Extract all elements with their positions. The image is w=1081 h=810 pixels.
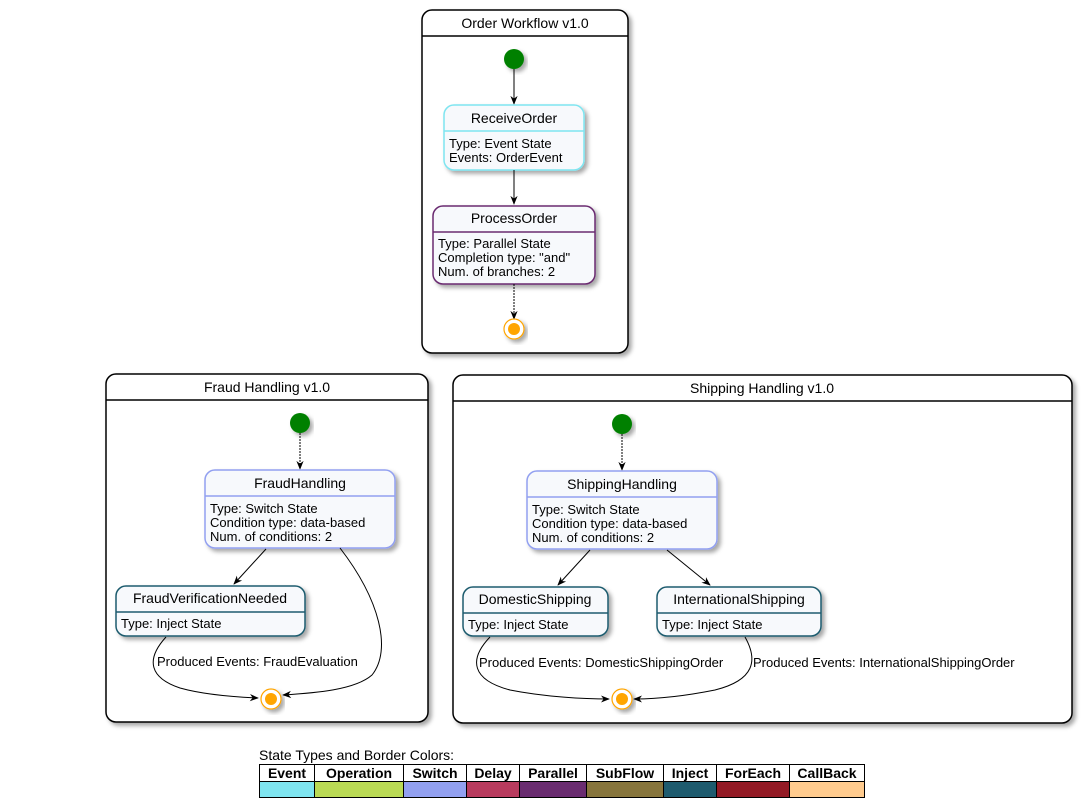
- fraud-verification-state: FraudVerificationNeeded Type: Inject Sta…: [115, 585, 306, 637]
- legend-title: State Types and Border Colors:: [259, 747, 455, 763]
- receive-order-events: Events: OrderEvent: [449, 150, 563, 165]
- shipping-handling-type: Type: Switch State: [532, 502, 640, 517]
- legend-label-parallel: Parallel: [519, 764, 587, 782]
- order-end-node: [503, 318, 525, 340]
- workflow-diagram: Order Workflow v1.0 ReceiveOrder Type: E…: [105, 9, 1073, 724]
- shipping-workflow-title: Shipping Handling v1.0: [690, 380, 834, 396]
- fraud-end-node: [260, 688, 282, 710]
- fraud-to-end-arrow: [282, 547, 382, 699]
- international-produced-label: Produced Events: InternationalShippingOr…: [753, 655, 1015, 670]
- order-start-node: [504, 49, 524, 69]
- fraud-handling-name: FraudHandling: [254, 475, 346, 491]
- legend-table: Event Operation Switch Delay Parallel Su…: [259, 764, 865, 798]
- process-order-state: ProcessOrder Type: Parallel State Comple…: [432, 205, 596, 285]
- legend-swatch-foreach: [716, 781, 790, 798]
- shipping-to-international-arrow: [666, 549, 711, 586]
- domestic-shipping-name: DomesticShipping: [479, 591, 592, 607]
- process-order-branches: Num. of branches: 2: [438, 264, 555, 279]
- legend-swatch-callback: [789, 781, 865, 798]
- domestic-produced-label: Produced Events: DomesticShippingOrder: [479, 655, 724, 670]
- order-workflow-container: Order Workflow v1.0: [421, 9, 629, 354]
- legend-label-operation: Operation: [314, 764, 404, 782]
- legend-label-subflow: SubFlow: [586, 764, 664, 782]
- domestic-shipping-state: DomesticShipping Type: Inject State: [462, 586, 609, 637]
- legend-swatch-parallel: [519, 781, 587, 798]
- legend-swatch-delay: [466, 781, 520, 798]
- legend-swatch-event: [259, 781, 315, 798]
- order-workflow-title: Order Workflow v1.0: [461, 15, 589, 31]
- international-shipping-state: InternationalShipping Type: Inject State: [656, 586, 822, 637]
- fraud-to-verification-arrow: [233, 548, 267, 585]
- legend-swatch-switch: [403, 781, 467, 798]
- shipping-to-domestic-arrow: [557, 549, 591, 586]
- receive-order-name: ReceiveOrder: [471, 110, 558, 126]
- fraud-handling-type: Type: Switch State: [210, 501, 318, 516]
- domestic-shipping-type: Type: Inject State: [468, 617, 568, 632]
- legend-swatch-inject: [663, 781, 717, 798]
- legend-label-foreach: ForEach: [716, 764, 790, 782]
- international-to-end-arrow: [633, 636, 753, 703]
- fraud-verification-type: Type: Inject State: [121, 616, 221, 631]
- international-shipping-name: InternationalShipping: [673, 591, 805, 607]
- legend-label-switch: Switch: [403, 764, 467, 782]
- shipping-handling-name: ShippingHandling: [567, 476, 677, 492]
- legend-label-delay: Delay: [466, 764, 520, 782]
- legend-label-event: Event: [259, 764, 315, 782]
- fraud-verification-name: FraudVerificationNeeded: [133, 590, 287, 606]
- process-order-type: Type: Parallel State: [438, 236, 551, 251]
- process-order-name: ProcessOrder: [471, 210, 558, 226]
- shipping-end-node: [611, 688, 633, 710]
- verification-to-end-arrow: [152, 636, 259, 702]
- shipping-start-node: [612, 414, 632, 434]
- international-shipping-type: Type: Inject State: [662, 617, 762, 632]
- domestic-to-end-arrow: [476, 636, 610, 703]
- fraud-start-node: [290, 413, 310, 433]
- receive-order-type: Type: Event State: [449, 136, 552, 151]
- legend-swatch-operation: [314, 781, 404, 798]
- shipping-handling-condition: Condition type: data-based: [532, 516, 687, 531]
- process-order-completion: Completion type: "and": [438, 250, 570, 265]
- fraud-handling-count: Num. of conditions: 2: [210, 529, 332, 544]
- shipping-handling-state: ShippingHandling Type: Switch State Cond…: [526, 470, 718, 550]
- shipping-handling-count: Num. of conditions: 2: [532, 530, 654, 545]
- fraud-handling-state: FraudHandling Type: Switch State Conditi…: [204, 469, 396, 549]
- legend-label-callback: CallBack: [789, 764, 865, 782]
- legend-label-inject: Inject: [663, 764, 717, 782]
- fraud-produced-label: Produced Events: FraudEvaluation: [157, 654, 358, 669]
- legend-swatch-subflow: [586, 781, 664, 798]
- shipping-workflow-container: Shipping Handling v1.0: [452, 374, 1073, 724]
- fraud-handling-condition: Condition type: data-based: [210, 515, 365, 530]
- receive-order-state: ReceiveOrder Type: Event State Events: O…: [443, 104, 585, 171]
- fraud-workflow-title: Fraud Handling v1.0: [204, 379, 330, 395]
